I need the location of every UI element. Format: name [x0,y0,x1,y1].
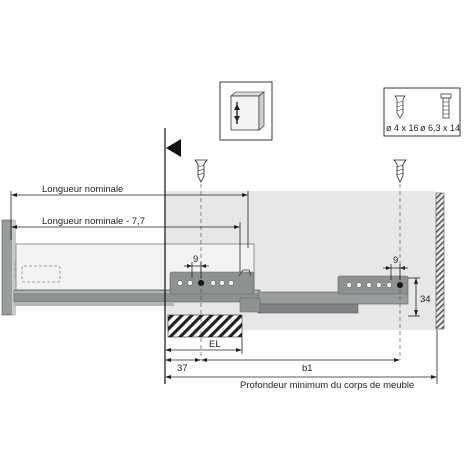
screw-icon [393,159,407,183]
rear-wall [435,192,445,330]
dim-9-right: 9 [383,255,408,280]
rear-mounting-bracket [337,275,409,295]
cabinet-bottom-section [167,314,243,338]
cabinet-icon [219,81,273,141]
chipboard-screw-icon [394,95,406,119]
nominal-length-label: Longueur nominale [42,184,123,195]
slide-profile-lower [14,302,174,306]
front-reference-marker [166,139,181,157]
dim-37-label: 37 [177,363,188,374]
min-cabinet-depth-label: Profondeur minimum du corps de meuble [240,380,414,391]
dim-b1-label: b1 [302,363,313,374]
screw-label-left: ø 4 x 16 [386,123,419,133]
dim-nominal-length-minus: Longueur nominale - 7,7 [11,216,241,272]
nominal-length-minus-label: Longueur nominale - 7,7 [42,216,145,227]
cabinet-rail-inner [257,303,359,314]
dim-b1: b1 [201,358,400,374]
screw-type-legend: ø 4 x 16 ø 6,3 x 14 [383,87,461,137]
euro-screw-icon [440,93,452,119]
dim-37: 37 [165,358,201,374]
dim-9-right-label: 9 [393,255,398,266]
locking-clip-outline [21,265,61,283]
dim-9-left: 9 [184,254,209,278]
dim-min-cabinet-depth: Profondeur minimum du corps de meuble [165,330,438,391]
screw-label-right: ø 6,3 x 14 [420,123,460,133]
front-mounting-bracket [169,269,255,295]
screw-icon [194,159,208,183]
dim-el-label: EL [209,339,221,350]
dim-nominal-length: Longueur nominale [10,184,249,248]
dim-el: EL [165,337,243,354]
dim-9-left-label: 9 [193,254,198,265]
dim-34-label: 34 [420,294,431,305]
drawer-front-edge [12,220,16,315]
dim-34: 34 [408,277,431,317]
